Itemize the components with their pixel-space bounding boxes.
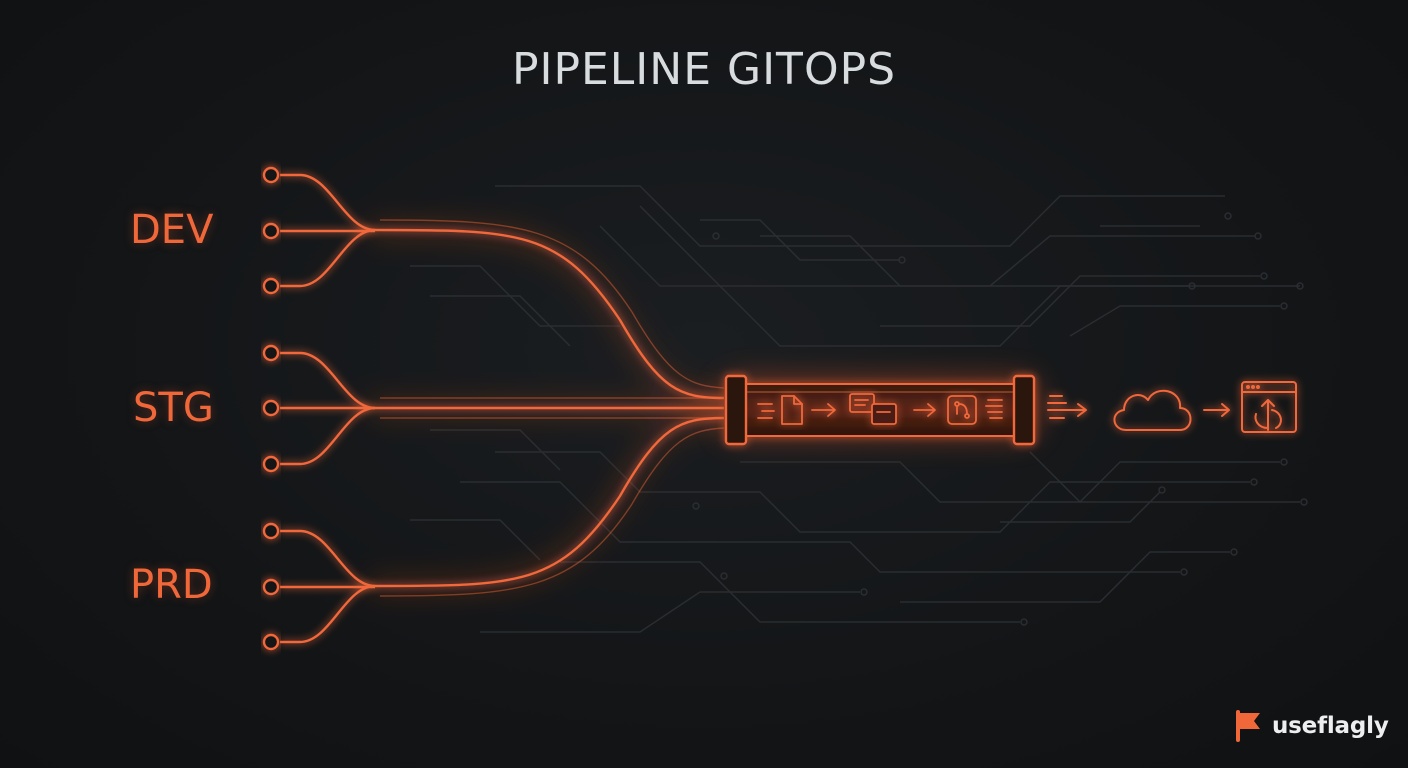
prd-node-1-icon xyxy=(262,522,280,540)
cloud-icon xyxy=(1113,389,1192,431)
tube-cap-left xyxy=(724,374,748,446)
prd-node-2-icon xyxy=(262,578,280,596)
dev-node-2-icon xyxy=(262,222,280,240)
speed-lines-icon xyxy=(1047,395,1087,419)
dev-node-3-icon xyxy=(262,277,280,295)
brand-logo: useflagly xyxy=(1234,710,1389,742)
stg-node-3-icon xyxy=(262,455,280,473)
speed-lines-icon xyxy=(985,399,1003,419)
stg-node-1-icon xyxy=(262,344,280,362)
circuit-traces xyxy=(410,185,1300,633)
dev-node-1-icon xyxy=(262,166,280,184)
prd-node-icons xyxy=(262,522,280,651)
arrow-right-icon xyxy=(1203,403,1230,417)
flag-icon xyxy=(1236,710,1260,742)
page-title: PIPELINE GITOPS xyxy=(511,44,897,95)
speed-lines-icon xyxy=(757,403,775,419)
circuit-nodes xyxy=(692,212,1308,626)
stg-node-icons xyxy=(262,344,280,473)
tube-content xyxy=(757,393,1003,425)
git-merge-icon xyxy=(947,395,977,425)
arrow-right-icon xyxy=(913,403,936,417)
brand-name: useflagly xyxy=(1272,713,1389,739)
prd-node-3-icon xyxy=(262,633,280,651)
env-label-dev: DEV xyxy=(130,207,214,253)
arrow-right-icon xyxy=(811,403,836,417)
messages-icon xyxy=(849,393,897,425)
deploy-window-icon xyxy=(1241,381,1297,433)
wires-dev xyxy=(280,173,725,400)
document-icon xyxy=(781,395,803,425)
bundle-lines xyxy=(379,219,725,597)
pipeline-tube xyxy=(724,374,1036,446)
destination xyxy=(1047,381,1297,433)
wires-prd xyxy=(280,416,725,644)
wires-stg xyxy=(280,351,724,466)
env-label-stg: STG xyxy=(133,385,214,431)
env-label-prd: PRD xyxy=(130,562,213,608)
stg-node-2-icon xyxy=(262,399,280,417)
dev-node-icons xyxy=(262,166,280,295)
tube-cap-right xyxy=(1012,374,1036,446)
